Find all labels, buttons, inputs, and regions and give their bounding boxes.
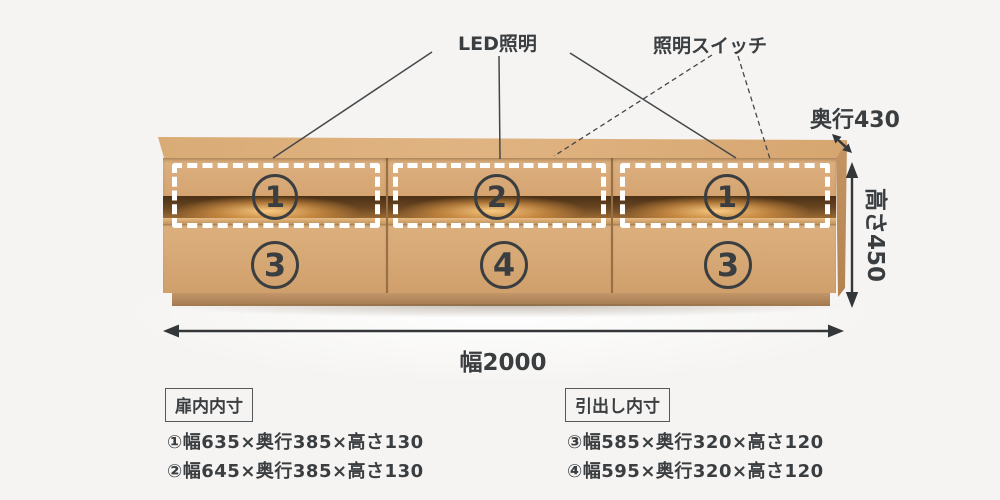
door-number: 1 xyxy=(716,179,738,214)
door-number-badge: 1 xyxy=(704,174,750,220)
drawer-inner-size-title: 引出し内寸 xyxy=(565,388,670,422)
shelf-lip xyxy=(613,218,836,224)
highlight-rect-left xyxy=(172,163,380,228)
drawer-number-badge: 4 xyxy=(480,241,528,289)
drawer-number: 4 xyxy=(492,246,516,284)
led-light-label: LED照明 xyxy=(458,33,537,55)
cabinet-right-side-panel xyxy=(836,140,847,297)
shelf-lip xyxy=(163,218,386,224)
highlight-rect-middle xyxy=(393,163,606,228)
drawer-inner-size-line-1: ③幅585×奥行320×高さ120 xyxy=(567,432,824,453)
width-dimension-label: 幅2000 xyxy=(459,350,547,376)
drawer-number-badge: 3 xyxy=(251,241,299,289)
drawer-number: 3 xyxy=(716,246,740,284)
shelf-lip xyxy=(388,218,611,224)
drawer-inner-size-line-2: ④幅595×奥行320×高さ120 xyxy=(567,461,824,482)
door-inner-size-title: 扉内内寸 xyxy=(165,388,253,422)
drawer-number: 3 xyxy=(263,246,287,284)
section-divider xyxy=(386,158,388,293)
cabinet-top-panel xyxy=(158,137,847,158)
width-dimension-arrow xyxy=(163,324,844,338)
cabinet-plinth xyxy=(172,293,830,306)
section-divider xyxy=(611,158,613,293)
door-inner-size-line-1: ①幅635×奥行385×高さ130 xyxy=(167,432,424,453)
door-number-badge: 2 xyxy=(474,174,520,220)
depth-dimension-label: 奥行430 xyxy=(810,108,900,133)
door-inner-size-line-2: ②幅645×奥行385×高さ130 xyxy=(167,461,424,482)
door-number: 2 xyxy=(486,179,508,214)
height-dimension-arrow xyxy=(845,162,859,308)
switch-leader-lines xyxy=(553,54,771,160)
light-switch-label: 照明スイッチ xyxy=(653,35,768,57)
door-number: 1 xyxy=(264,179,286,214)
drawer-number-badge: 3 xyxy=(704,241,752,289)
highlight-rect-right xyxy=(620,163,830,228)
floor-shadow xyxy=(158,304,848,318)
height-dimension-label: 高さ450 xyxy=(862,187,888,283)
led-leader-lines xyxy=(272,51,737,160)
door-number-badge: 1 xyxy=(252,174,298,220)
depth-dimension-arrow xyxy=(832,134,852,153)
